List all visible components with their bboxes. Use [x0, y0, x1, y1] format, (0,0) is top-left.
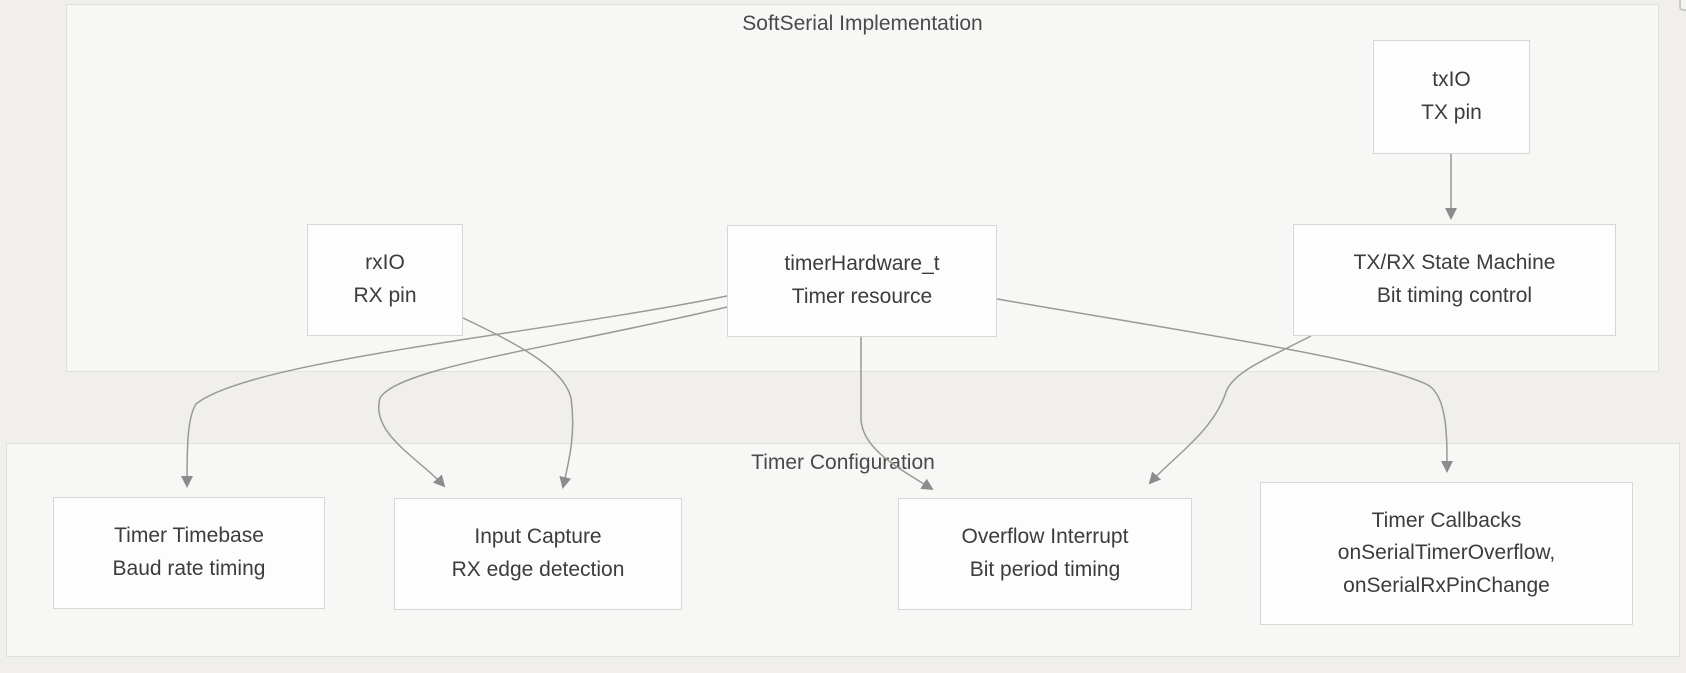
node-timer-hardware-title: timerHardware_t: [784, 252, 940, 276]
panzoom-control-fragment[interactable]: [1679, 0, 1686, 11]
node-input-capture-subtitle: RX edge detection: [451, 558, 625, 581]
node-timer-callbacks-line2: onSerialTimerOverflow,: [1337, 541, 1556, 565]
node-overflow-interrupt-subtitle: Bit period timing: [969, 558, 1121, 581]
node-rxio: rxIO RX pin: [307, 224, 463, 336]
node-timer-callbacks-line3: onSerialRxPinChange: [1343, 573, 1550, 597]
node-input-capture-title: Input Capture: [474, 525, 602, 549]
node-overflow-interrupt: Overflow Interrupt Bit period timing: [898, 498, 1192, 610]
node-timer-timebase: Timer Timebase Baud rate timing: [53, 497, 325, 609]
node-timer-timebase-subtitle: Baud rate timing: [112, 557, 266, 580]
node-txio: txIO TX pin: [1373, 40, 1530, 154]
node-rxio-title: rxIO: [365, 251, 405, 275]
node-txio-title: txIO: [1432, 68, 1471, 92]
node-txrx-state-machine-subtitle: Bit timing control: [1376, 284, 1533, 307]
node-overflow-interrupt-title: Overflow Interrupt: [961, 525, 1129, 549]
container-title-timer-configuration: Timer Configuration: [751, 451, 935, 474]
container-title-softserial: SoftSerial Implementation: [742, 12, 983, 35]
node-txrx-state-machine-title: TX/RX State Machine: [1353, 251, 1556, 275]
node-rxio-subtitle: RX pin: [353, 284, 417, 307]
node-timer-timebase-title: Timer Timebase: [114, 524, 264, 548]
node-timer-callbacks: Timer Callbacks onSerialTimerOverflow, o…: [1260, 482, 1633, 625]
node-txrx-state-machine: TX/RX State Machine Bit timing control: [1293, 224, 1616, 336]
node-txio-subtitle: TX pin: [1421, 101, 1482, 124]
node-timer-hardware: timerHardware_t Timer resource: [727, 225, 997, 337]
node-input-capture: Input Capture RX edge detection: [394, 498, 682, 610]
node-timer-callbacks-title: Timer Callbacks: [1371, 508, 1522, 532]
node-timer-hardware-subtitle: Timer resource: [791, 285, 933, 308]
